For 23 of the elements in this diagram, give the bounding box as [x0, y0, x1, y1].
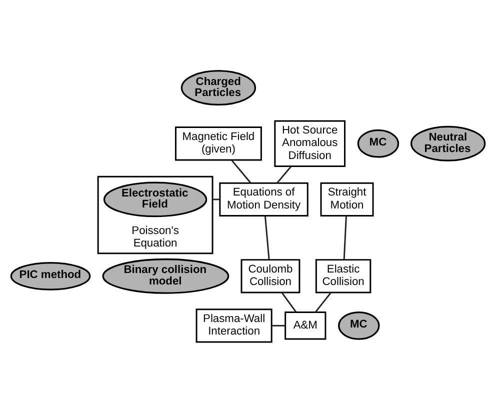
node-box: Equations of Motion Density — [219, 182, 308, 216]
node-ellipse: MC — [338, 310, 380, 340]
node-ellipse: Binary collision model — [102, 258, 230, 294]
node-box: Elastic Collision — [315, 258, 372, 293]
connector — [314, 292, 332, 312]
connector — [212, 198, 220, 200]
node-box: Coulomb Collision — [240, 258, 300, 293]
connector — [264, 216, 270, 260]
connector — [281, 292, 297, 312]
connector — [272, 324, 286, 326]
connector — [343, 216, 347, 260]
node-ellipse: PIC method — [10, 261, 91, 290]
node-ellipse: MC — [357, 128, 400, 158]
node-box: Plasma-Wall Interaction — [196, 308, 272, 342]
node-box: A&M — [284, 311, 326, 340]
node-ellipse: Charged Particles — [180, 70, 256, 106]
node-box: Straight Motion — [320, 182, 374, 216]
node-box: Hot Source Anomalous Diffusion — [274, 120, 346, 167]
node-ellipse: Electrostatic Field — [103, 181, 208, 217]
connector — [231, 159, 252, 183]
node-box: Magnetic Field (given) — [174, 126, 262, 160]
connector — [276, 165, 292, 183]
node-ellipse: Neutral Particles — [410, 125, 486, 161]
